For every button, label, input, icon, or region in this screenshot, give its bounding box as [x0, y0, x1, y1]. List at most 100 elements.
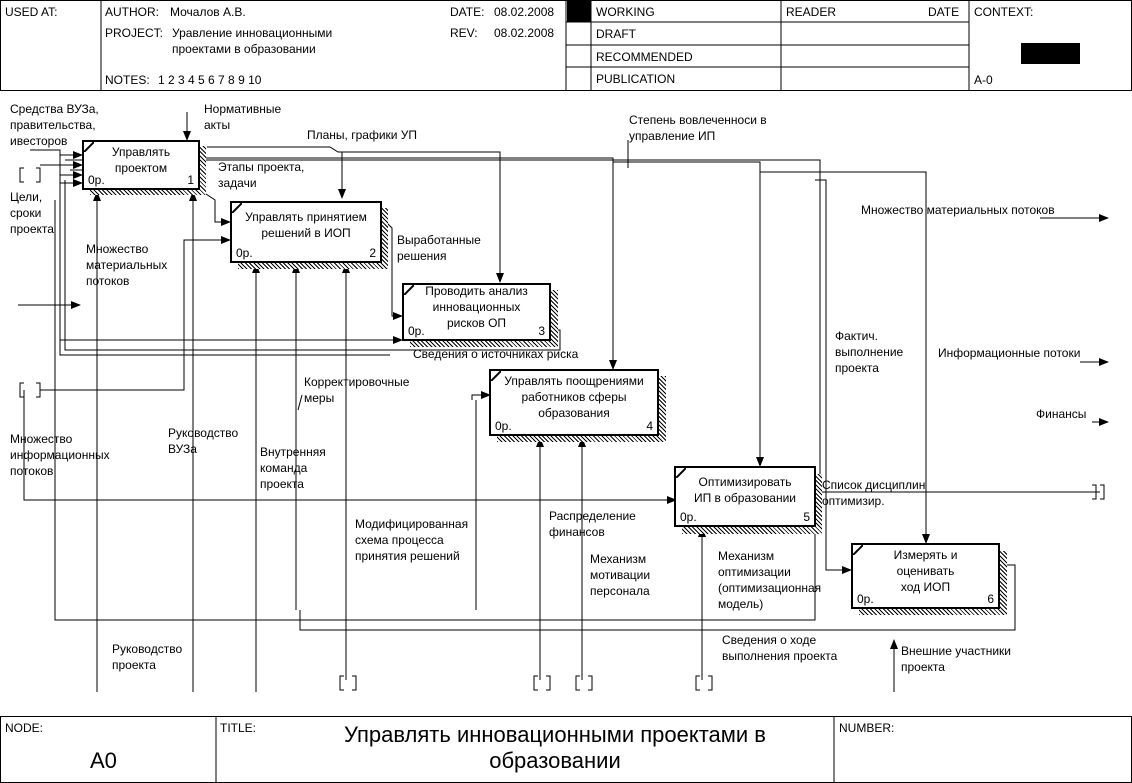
- arrow-6-loop: [299, 564, 1016, 631]
- activity-number: 4: [646, 419, 653, 433]
- label-fin-distribution: Распределение финансов: [549, 509, 636, 539]
- label-finances: Финансы: [1036, 407, 1087, 421]
- used-at-label: USED AT:: [5, 5, 58, 19]
- activity-box-5[interactable]: Оптимизировать ИП в образовании 0р. 5: [674, 466, 816, 527]
- activity-label: Проводить анализ инновационных рисков ОП: [425, 284, 528, 330]
- activity-number: 3: [538, 324, 545, 338]
- arrow-loop-1: [65, 159, 821, 480]
- label-goals: Цели, сроки проекта: [10, 190, 54, 236]
- diagram-title: Управлять инновационными проектами в обр…: [344, 722, 766, 773]
- arrow-goals: [40, 155, 82, 166]
- label-risk-sources: Сведения о источниках риска: [413, 347, 579, 361]
- label-mat-flows-out: Множество материальных потоков: [861, 203, 1055, 217]
- date-value: 08.02.2008: [494, 5, 555, 19]
- label-progress-info: Сведения о ходе выполнения проекта: [722, 633, 838, 663]
- arrow-to-4: [471, 391, 491, 400]
- activity-number: 2: [369, 246, 376, 260]
- author-value: Мочалов А.В.: [170, 5, 246, 19]
- label-opt-mechanism: Механизм оптимизации (оптимизационная мо…: [718, 549, 822, 611]
- node-label: NODE:: [5, 721, 44, 735]
- activity-number: 5: [803, 510, 810, 524]
- activity-box-2[interactable]: Управлять принятием решений в ИОП 0р. 2: [230, 201, 382, 263]
- corner-mark: [491, 371, 501, 381]
- title-label: TITLE:: [220, 721, 257, 735]
- label-corrective: Корректировочные меры: [304, 375, 410, 405]
- label-mat-flows-in: Множество материальных потоков: [86, 242, 168, 288]
- arrow-plans-branch: [342, 151, 504, 283]
- author-label: AUTHOR:: [105, 5, 159, 19]
- reader-date-label: DATE: [928, 5, 960, 19]
- activity-box-3[interactable]: Проводить анализ инновационных рисков ОП…: [402, 283, 551, 341]
- status-draft: DRAFT: [596, 27, 636, 41]
- label-funds: Средства ВУЗа, правительства, ивесторов: [10, 102, 99, 148]
- label-project-mgmt: Руководство проекта: [112, 642, 183, 672]
- activity-label: Управлять поощрениями работников сферы о…: [504, 374, 644, 420]
- arrow-info-loop: [40, 236, 231, 391]
- arrow-involvement: [180, 140, 629, 369]
- activity-label: Управлять проектом: [111, 145, 171, 175]
- label-fact-exec: Фактич. выполнение проекта: [835, 329, 904, 375]
- context-node: A-0: [974, 73, 993, 87]
- reader-label: READER: [786, 5, 837, 19]
- corner-mark: [676, 468, 686, 478]
- rev-value: 08.02.2008: [494, 26, 555, 40]
- context-label: CONTEXT:: [974, 5, 1034, 19]
- label-decisions: Выработанные решения: [397, 233, 481, 263]
- status-working: WORKING: [596, 5, 655, 19]
- notes-label: NOTES:: [105, 73, 150, 87]
- activity-cost: 0р.: [88, 173, 105, 187]
- activity-number: 1: [187, 173, 194, 187]
- label-disciplines: Список дисциплин оптимизир.: [822, 478, 926, 508]
- label-norm-acts: Нормативные акты: [204, 102, 282, 132]
- project-value: Уравление инновационными проектами в обр…: [172, 26, 333, 56]
- arrow-fact-exec: [815, 179, 852, 574]
- activity-cost: 0р.: [680, 510, 697, 524]
- arrow-involvement-3: [760, 171, 930, 544]
- rev-label: REV:: [450, 26, 478, 40]
- status-recommended: RECOMMENDED: [596, 50, 693, 64]
- arrow-network: [18, 112, 1109, 692]
- label-uni-mgmt: Руководство ВУЗа: [168, 426, 239, 456]
- arrow-plans: [207, 146, 346, 199]
- arrow-corrective: [297, 394, 303, 411]
- node-value: A0: [90, 748, 117, 773]
- activity-box-4[interactable]: Управлять поощрениями работников сферы о…: [489, 369, 659, 436]
- activity-box-6[interactable]: Измерять и оценивать ход ИОП 0р. 6: [851, 543, 1000, 609]
- arrow-stages: [199, 189, 231, 226]
- arrow-funds-loop: [30, 149, 390, 356]
- corner-mark: [84, 142, 94, 152]
- corner-mark: [232, 203, 242, 213]
- activity-label: Оптимизировать ИП в образовании: [693, 475, 797, 505]
- arrow-5-loop: [54, 200, 816, 621]
- activity-box-1[interactable]: Управлять проектом 0р. 1: [82, 140, 200, 190]
- activity-cost: 0р.: [408, 324, 425, 338]
- activity-cost: 0р.: [495, 419, 512, 433]
- label-plans: Планы, графики УП: [307, 128, 418, 142]
- arrow-info-in: [23, 390, 677, 504]
- label-stages: Этапы проекта, задачи: [218, 160, 305, 190]
- project-label: PROJECT:: [105, 26, 164, 40]
- notes-value: 1 2 3 4 5 6 7 8 9 10: [158, 73, 262, 87]
- date-label: DATE:: [450, 5, 485, 19]
- label-internal-team: Внутренняя команда проекта: [260, 445, 326, 491]
- context-thumbnail: [1021, 43, 1080, 64]
- activity-cost: 0р.: [236, 246, 253, 260]
- status-working-marker: [567, 1, 591, 22]
- activity-label: Измерять и оценивать ход ИОП: [893, 548, 958, 594]
- label-modified-scheme: Модифицированная схема процесса принятия…: [355, 517, 469, 563]
- corner-mark: [404, 285, 414, 295]
- number-label: NUMBER:: [839, 721, 895, 735]
- status-publication: PUBLICATION: [596, 72, 676, 86]
- label-motivation: Механизм мотивации персонала: [590, 552, 651, 598]
- activity-label: Управлять принятием решений в ИОП: [245, 210, 367, 240]
- label-involvement: Степень вовлеченноси в управление ИП: [629, 113, 767, 143]
- activity-number: 6: [987, 592, 994, 606]
- label-external: Внешние участники проекта: [901, 644, 1011, 674]
- label-info-flows-in: Множество информационных потоков: [10, 432, 110, 478]
- label-info-flows: Информационные потоки: [938, 346, 1081, 360]
- activity-cost: 0р.: [857, 592, 874, 606]
- corner-mark: [853, 545, 863, 555]
- arrow-involvement-2: [613, 161, 764, 467]
- tunnel-brackets: [19, 167, 1105, 691]
